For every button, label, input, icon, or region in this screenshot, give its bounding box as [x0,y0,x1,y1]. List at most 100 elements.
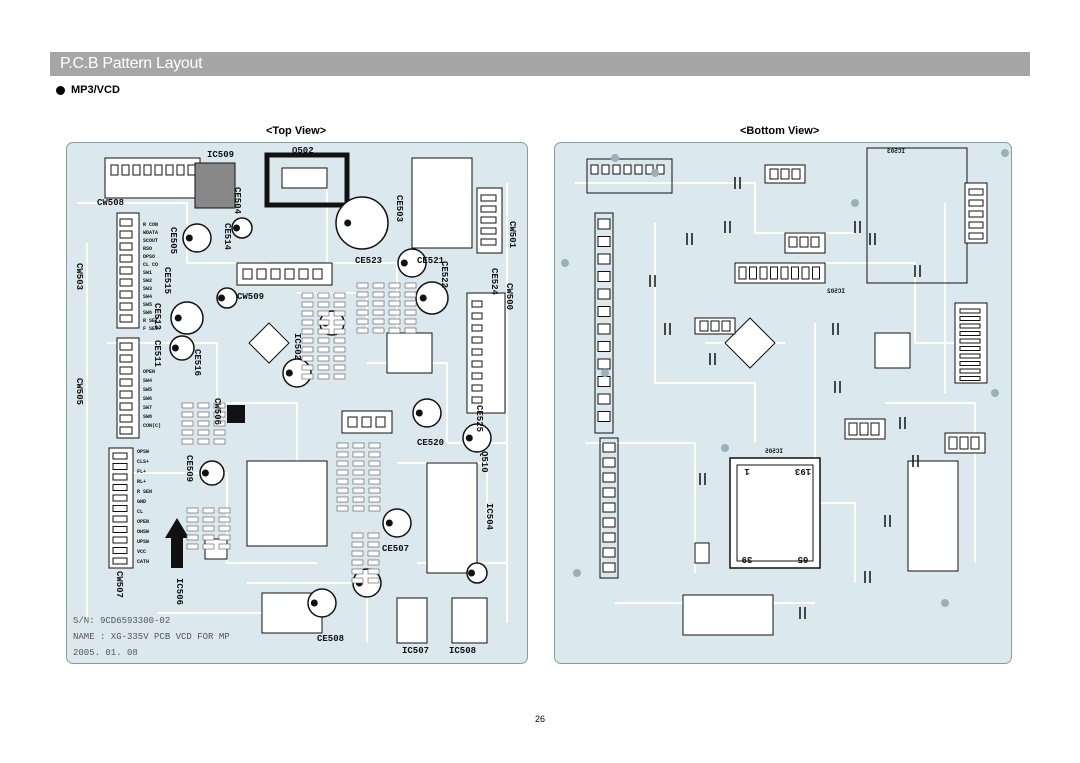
cw507-pin-label: GND [137,499,146,505]
smd-pad [352,478,365,485]
cw508-pin [143,164,152,176]
ref-label-cw506: CW506 [212,398,222,425]
capacitor-7 [415,281,449,315]
cw507-pin [112,515,128,523]
smd-pad [372,300,385,307]
smd-pad [336,451,349,458]
header-c-pin [848,422,858,436]
smd-pad [336,442,349,449]
capacitor-3 [170,301,204,335]
smd-pad [372,327,385,334]
left-long-conn-pin [597,306,611,317]
pin-mark: 65 [798,554,809,564]
top-left-conn-pin [612,164,621,175]
smd-pad [351,559,364,566]
left-long-conn-pin [597,358,611,370]
cw503-pin-label: SW3 [143,286,152,292]
pin-mark: 39 [742,554,753,564]
right-mid-conn-pin [959,338,981,344]
left-lower-conn-pin [602,517,616,528]
smd-pad [218,507,231,514]
smd-pad [333,319,346,326]
cw505-pin-label: OPEN [143,369,155,375]
smd-pad [372,309,385,316]
left-long-conn-pin [597,376,611,387]
cw508-pin [165,164,174,176]
cw508-pin [132,164,141,176]
capacitor-16 [216,287,238,309]
ic504-bottom [907,460,959,572]
capacitor-15-pad [201,469,209,477]
header-d-pin [959,436,969,450]
ref-label-ic503-bottom: IC503 [887,148,905,155]
ref-label-ce507: CE507 [382,544,409,554]
cw509-pin [284,268,295,280]
cw503-pin-label: R SET [143,318,158,324]
cw503-pin-label: CL CO [143,262,158,268]
smd-pad [404,282,417,289]
subsection-label: MP3/VCD [71,84,120,96]
right-mid-conn-pin [959,331,981,336]
header-a-pin [791,168,801,180]
smd-pad [367,532,380,539]
smd-pad [404,291,417,298]
header-a-pin [769,168,779,180]
smd-pad [367,577,380,584]
smd-pad [336,487,349,494]
header-c-pin [870,422,880,436]
cw503-pin [119,254,133,263]
top-left-conn-pin [656,164,665,175]
ref-label-ce515: CE515 [162,267,172,294]
smd-pad [388,318,401,325]
capacitor-14 [466,562,488,584]
header-a-pin [780,168,790,180]
cw507-pin-label: CATH [137,559,149,565]
left-lower-conn-pin [602,457,616,468]
capacitor-4 [169,335,195,361]
smd-pad [301,301,314,308]
left-long-conn-pin [597,218,611,230]
cw501-pin [480,227,497,235]
smd-pad [352,496,365,503]
main-ic-bottom [729,457,821,569]
smd-pad [213,429,226,436]
cw501-pin [480,238,497,246]
smd-pad [301,355,314,362]
ic502-body [248,322,290,364]
cw505-pin-label: CON(C) [143,423,161,429]
smd-pad [336,478,349,485]
smd-pad [367,568,380,575]
ref-label-ic506: IC506 [174,578,184,605]
pin-mark: 193 [795,466,811,476]
left-lower-conn-pin [602,532,616,543]
ref-label-ce521: CE521 [417,256,445,266]
section-title: P.C.B Pattern Layout [60,55,203,72]
smd-pad [388,291,401,298]
smd-pad [368,451,381,458]
pin-strip-pin [770,266,778,280]
ref-label-cw507: CW507 [114,571,124,598]
ref-label-cw503: CW503 [74,263,84,290]
cw507-pin [112,484,128,491]
pin-strip-pin [749,266,757,280]
left-lower-conn-pin [602,472,616,483]
cw503-pin [119,278,133,287]
smd-pad [367,541,380,548]
right-mid-conn-pin [959,353,981,359]
smd-pad [352,442,365,449]
smd-pad [333,373,346,380]
smd-pad [333,310,346,317]
left-lower-conn-pin [602,487,616,498]
cw505-pin [119,366,133,375]
capacitor-2 [231,217,253,239]
pin-strip-pin [780,266,789,280]
smd-pad [301,310,314,317]
ref-label-ic507: IC507 [402,646,429,656]
cw503-pin-label: SW6 [143,310,152,316]
capacitor-8-pad [400,259,408,267]
smd-pad [186,525,199,532]
via-5 [941,599,949,607]
smd-pad [301,328,314,335]
smd-pad [301,292,314,299]
